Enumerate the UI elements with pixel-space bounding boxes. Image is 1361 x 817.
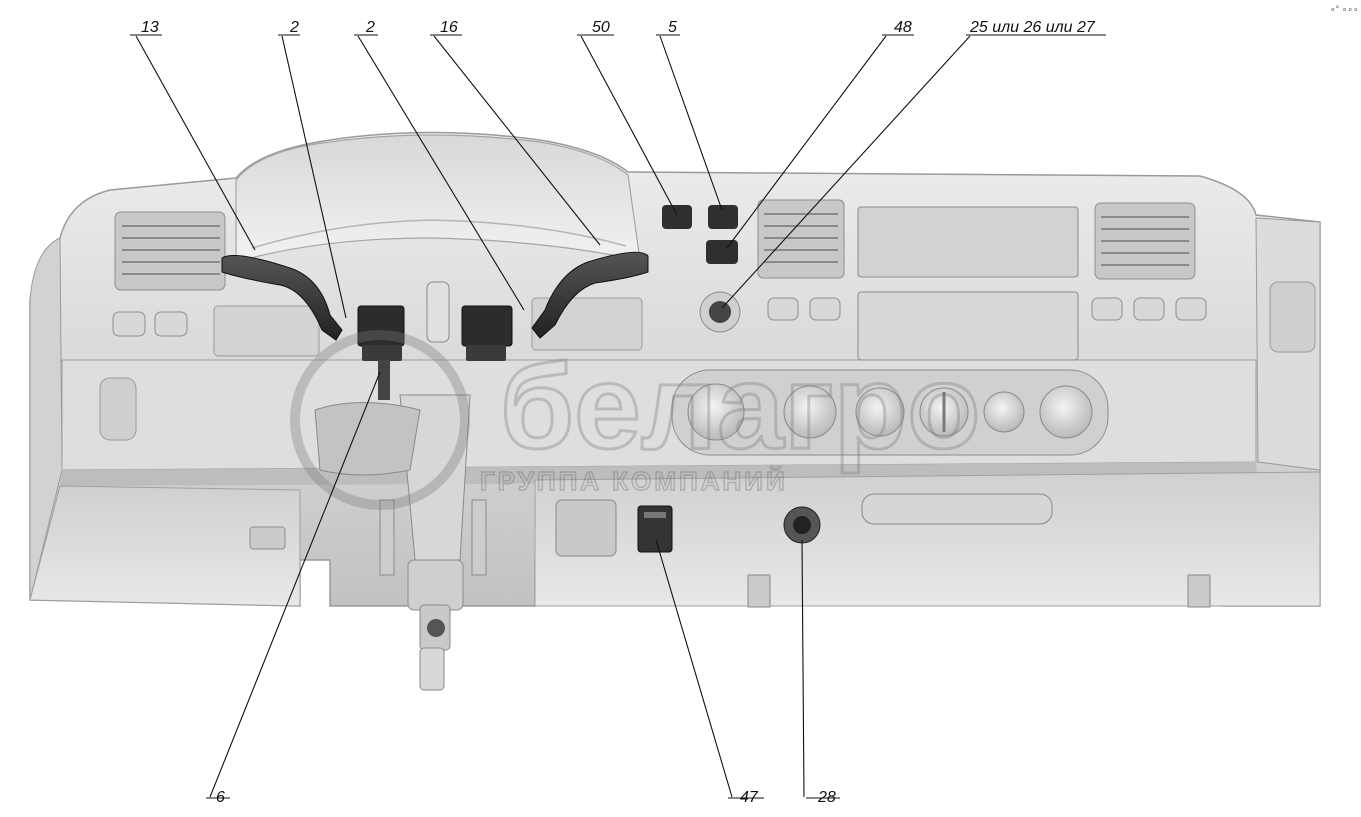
leader-48 [726, 34, 914, 249]
leader-16 [430, 34, 601, 246]
leader-2a [278, 34, 347, 319]
leader-13 [130, 34, 256, 251]
instrument-window-left [213, 305, 320, 357]
left-lower-pocket [99, 377, 137, 441]
leader-25 [721, 34, 1106, 309]
leader-lines [130, 34, 1106, 799]
callout-25: 25 или 26 или 27 [969, 19, 1096, 36]
callout-47: 47 [740, 789, 759, 806]
leader-5 [656, 34, 723, 211]
left-air-vent [114, 211, 226, 291]
callout-50: 50 [592, 19, 610, 36]
lower-glovebox-handle [861, 493, 1053, 525]
right-air-vent [1091, 202, 1207, 321]
hazard-and-switch-buttons [662, 205, 741, 333]
callout-2b: 2 [365, 19, 375, 36]
callout-2a: 2 [289, 19, 299, 36]
leader-28 [801, 539, 840, 799]
leader-2b [354, 34, 525, 311]
center-air-vent [757, 199, 845, 321]
lower-bracket-right [1187, 574, 1211, 608]
watermark: белагро ГРУППА КОМПАНИЙ [290, 330, 982, 510]
callout-48: 48 [894, 19, 912, 36]
cigarette-lighter-28 [783, 506, 821, 544]
center-display-unit [857, 206, 1079, 361]
lower-pocket-left [555, 499, 617, 557]
callout-28: 28 [817, 789, 836, 806]
callout-13: 13 [141, 19, 159, 36]
climate-control-panel [671, 369, 1109, 456]
callout-6: 6 [216, 789, 225, 806]
switch-47 [637, 505, 673, 553]
steering-column [314, 281, 487, 691]
leader-47 [655, 539, 764, 799]
leader-6 [206, 371, 381, 799]
watermark-tagline: ГРУППА КОМПАНИЙ [480, 466, 788, 496]
watermark-logo-ring [290, 330, 470, 510]
callout-16: 16 [440, 19, 458, 36]
callout-5: 5 [668, 19, 677, 36]
corner-mark: ∘° ∘∘∘ [1330, 4, 1359, 14]
left-switch-buttons [112, 311, 188, 337]
left-column-switch-stalk [221, 255, 405, 400]
knee-bracket [249, 526, 286, 550]
right-column-switch-stalk [461, 251, 649, 361]
lower-bracket-center [747, 574, 771, 608]
callout-labels: 13 2 2 16 50 5 48 25 или 26 или 27 6 47 … [141, 19, 1096, 806]
leader-50 [577, 34, 678, 216]
watermark-brand: белагро [500, 340, 980, 474]
